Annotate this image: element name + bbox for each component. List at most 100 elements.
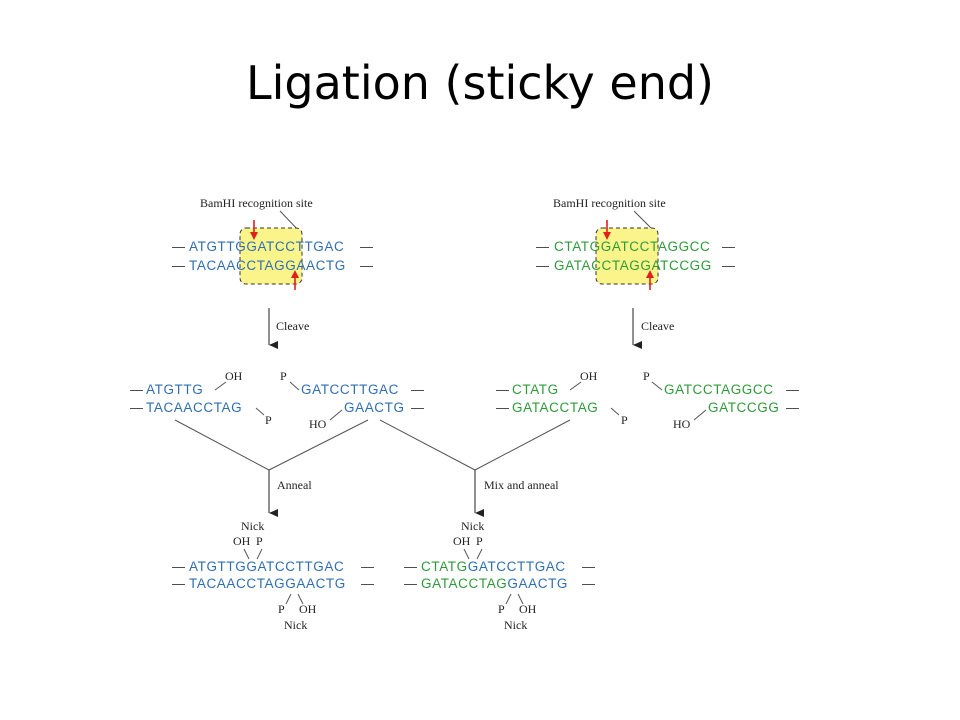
right-bottom-site-seq: CCTAGG xyxy=(591,258,651,273)
lf2-bottom-seq: GAACTG xyxy=(344,400,405,415)
left-top-left-seq: ATGTT xyxy=(189,239,235,254)
left-fragment-1: — ATGTTG — TACAACCTAG OH P xyxy=(130,369,272,427)
right-fragment-2: P GATCCTAGGCC — GATCCGG — HO xyxy=(643,369,799,431)
dash: — xyxy=(496,400,509,415)
anneal-line-left xyxy=(174,419,270,471)
ho-label: HO xyxy=(673,417,691,431)
nick-label-bottom: Nick xyxy=(504,618,527,632)
dash: — xyxy=(404,576,417,591)
left-recognition-label: BamHI recognition site xyxy=(200,196,313,210)
right-top-left-seq: CTAT xyxy=(554,239,590,254)
p1-bottom-seq: TACAACCTAGGAACTG xyxy=(189,576,346,591)
left-fragment-2: P GATCCTTGAC — GAACTG — HO xyxy=(280,369,424,431)
rf1-top-seq: CTATG xyxy=(512,382,559,397)
oh-label: OH xyxy=(519,602,537,616)
right-start-dna: BamHI recognition site — CTATGGATCCTAGGC… xyxy=(536,196,735,290)
dash: — xyxy=(722,258,735,273)
bond-line xyxy=(297,593,304,605)
dash: — xyxy=(361,576,374,591)
nick-label-bottom: Nick xyxy=(284,618,307,632)
oh-label: OH xyxy=(453,534,471,548)
oh-label: OH xyxy=(580,369,598,383)
p-label: P xyxy=(498,602,505,616)
anneal-label: Anneal xyxy=(277,478,312,492)
dash: — xyxy=(172,576,185,591)
bond-line xyxy=(693,409,707,421)
svg-text:TACAACCTAGGAACTG: TACAACCTAGGAACTG xyxy=(189,258,346,273)
p-label: P xyxy=(265,413,272,427)
dash: — xyxy=(360,258,373,273)
bond-line xyxy=(255,407,265,416)
dash: — xyxy=(130,382,143,397)
dash: — xyxy=(172,258,185,273)
left-top-site-seq: GGATCC xyxy=(235,239,295,254)
right-cleave-label: Cleave xyxy=(641,319,674,333)
dash: — xyxy=(411,400,424,415)
bond-line xyxy=(289,381,300,391)
left-bottom-left-seq: TACAA xyxy=(189,258,236,273)
dash: — xyxy=(360,239,373,254)
dash: — xyxy=(130,400,143,415)
right-bottom-left-seq: GATA xyxy=(554,258,591,273)
svg-text:GATACCTAGGAACTG: GATACCTAGGAACTG xyxy=(421,576,568,591)
bond-line xyxy=(476,548,483,560)
lf1-top-seq: ATGTTG xyxy=(146,382,203,397)
p2-bottom-green-seq: GATACCTAG xyxy=(421,576,507,591)
dash: — xyxy=(496,382,509,397)
dash: — xyxy=(786,400,799,415)
left-start-dna: BamHI recognition site — ATGTTGGATCCTTGA… xyxy=(172,196,373,290)
bond-line xyxy=(517,593,524,605)
oh-label: OH xyxy=(225,369,243,383)
right-cut-arrow-bottom xyxy=(646,270,654,290)
bond-line xyxy=(610,407,620,416)
nick-label-top: Nick xyxy=(461,519,484,533)
p2-bottom-blue-seq: GAACTG xyxy=(507,576,568,591)
bond-line xyxy=(569,381,582,391)
bond-line xyxy=(463,548,470,560)
lf2-top-seq: GATCCTTGAC xyxy=(301,382,399,397)
left-cut-arrow-top xyxy=(250,220,258,240)
p2-top-green-seq: CTATG xyxy=(421,559,468,574)
dash: — xyxy=(404,559,417,574)
bond-line xyxy=(505,593,512,605)
anneal-line-right xyxy=(268,419,369,471)
right-fragment-1: — CTATG — GATACCTAG OH P xyxy=(496,369,628,427)
left-cleave-label: Cleave xyxy=(276,319,309,333)
p1-top-seq: ATGTTGGATCCTTGAC xyxy=(189,559,344,574)
product-2: Nick OH P — CTATGGATCCTTGAC — — GATACCTA… xyxy=(404,519,595,632)
left-top-right-seq: TTGAC xyxy=(296,239,345,254)
product-1: Nick OH P — ATGTTGGATCCTTGAC — — TACAACC… xyxy=(172,519,374,632)
right-cut-arrow-top xyxy=(603,220,611,240)
right-cleave-step: Cleave xyxy=(632,308,674,349)
rf2-bottom-seq: GATCCGG xyxy=(708,400,779,415)
right-bottom-right-seq: ATCCGG xyxy=(652,258,712,273)
right-recognition-box xyxy=(595,227,659,285)
mix-anneal-step: Mix and anneal xyxy=(474,470,559,517)
p-label: P xyxy=(278,602,285,616)
bond-line xyxy=(243,548,250,560)
dash: — xyxy=(582,576,595,591)
left-cleave-step: Cleave xyxy=(268,308,309,349)
bond-line xyxy=(256,548,263,560)
mix-line-left xyxy=(379,419,476,471)
svg-text:CTATGGATCCTTGAC: CTATGGATCCTTGAC xyxy=(421,559,566,574)
left-recognition-box xyxy=(239,227,303,285)
dash: — xyxy=(172,239,185,254)
p-label: P xyxy=(280,369,287,383)
anneal-step: Anneal xyxy=(268,470,312,517)
ho-label: HO xyxy=(309,417,327,431)
oh-label: OH xyxy=(299,602,317,616)
dash: — xyxy=(361,559,374,574)
p-label: P xyxy=(643,369,650,383)
rf2-top-seq: GATCCTAGGCC xyxy=(664,382,774,397)
oh-label: OH xyxy=(233,534,251,548)
bond-line xyxy=(285,593,292,605)
right-top-site-seq: GGATCC xyxy=(590,239,650,254)
bond-line xyxy=(651,381,663,391)
svg-text:GATACCTAGGATCCGG: GATACCTAGGATCCGG xyxy=(554,258,712,273)
left-bottom-site-seq: CCTAGG xyxy=(236,258,296,273)
left-bottom-right-seq: AACTG xyxy=(296,258,346,273)
svg-text:CTATGGATCCTAGGCC: CTATGGATCCTAGGCC xyxy=(554,239,710,254)
dash: — xyxy=(786,382,799,397)
